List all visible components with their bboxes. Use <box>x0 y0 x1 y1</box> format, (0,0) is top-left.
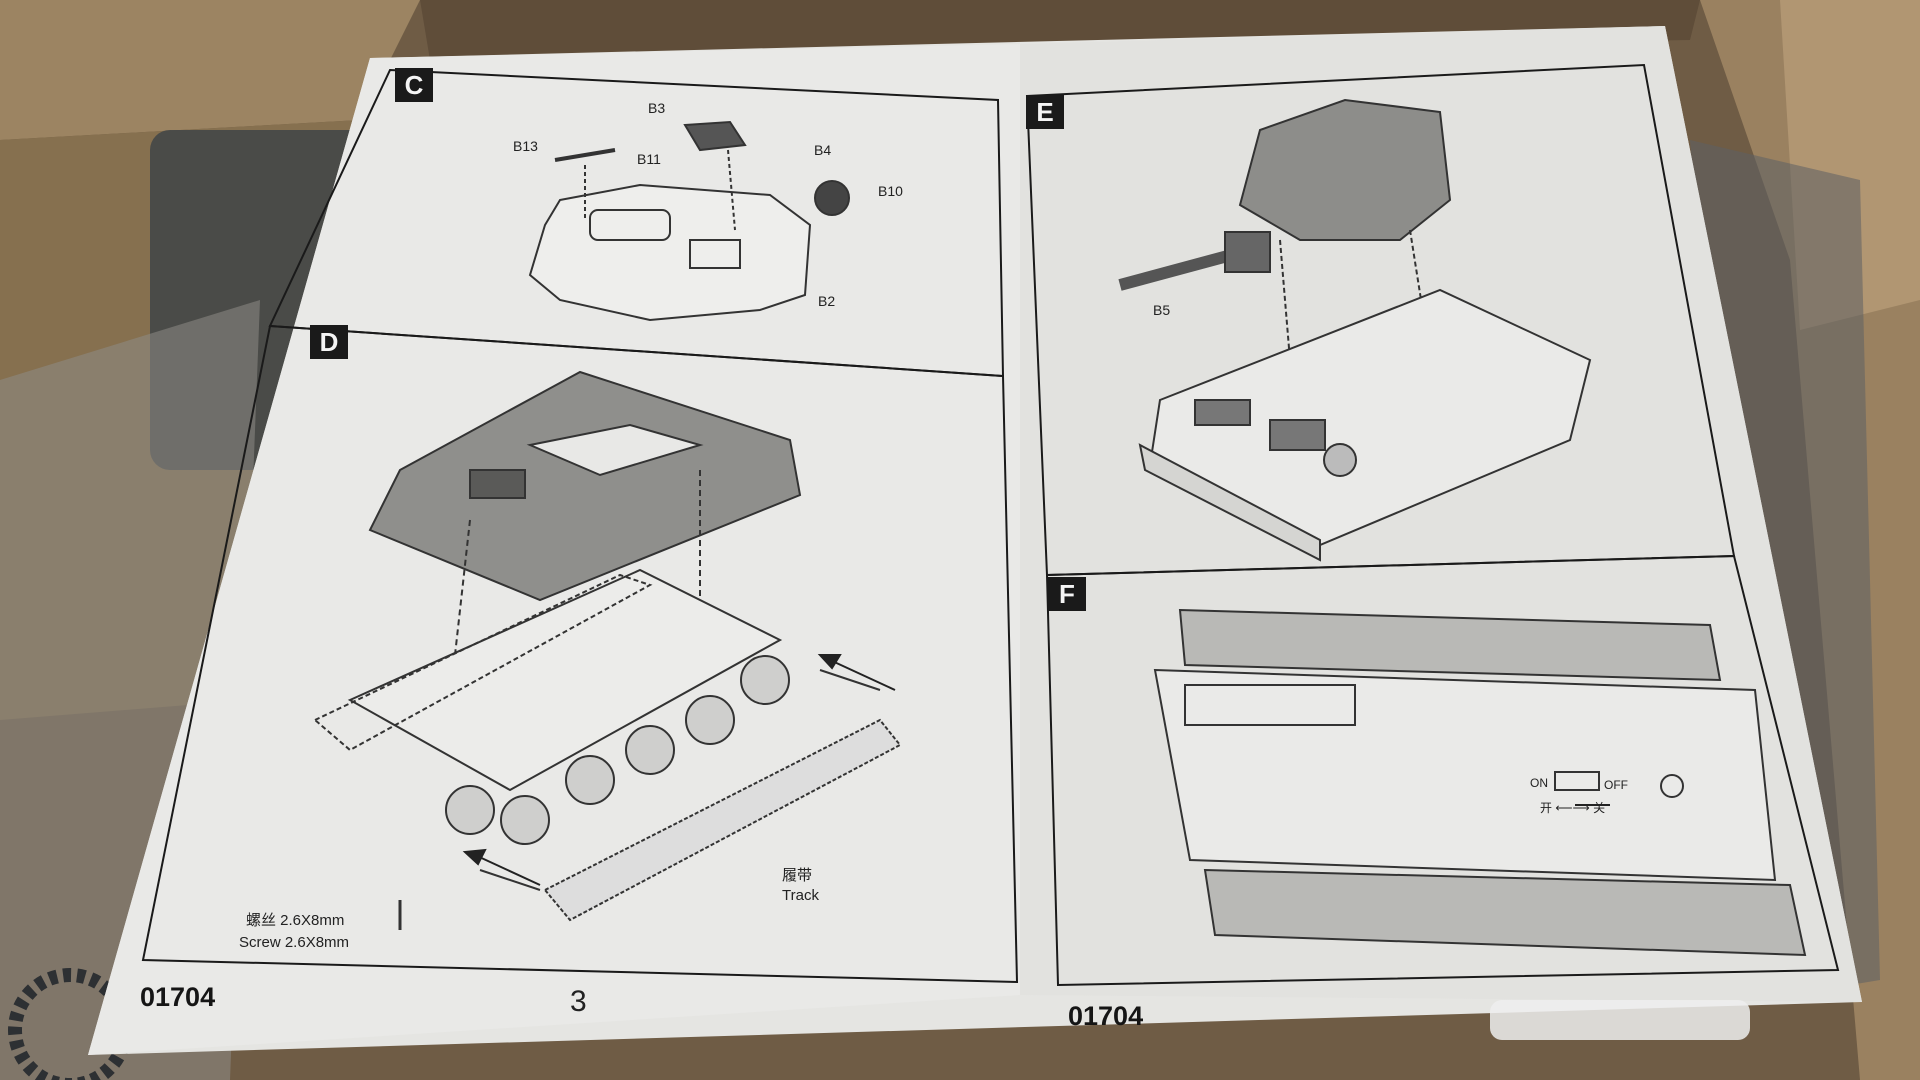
left-page-code: 01704 <box>140 982 216 1012</box>
screw-label-en: Screw 2.6X8mm <box>239 934 350 951</box>
label-b10: B10 <box>878 183 903 199</box>
panel-c-letter: C <box>395 68 433 102</box>
track-label-en: Track <box>782 887 819 904</box>
panel-c-turret-drawing <box>528 120 850 322</box>
box-flap-top-left <box>0 0 420 140</box>
right-page-code: 01704 <box>1068 1001 1144 1031</box>
label-b4: B4 <box>814 142 832 158</box>
switch-cn-label: 开 ⟵⟶ 关 <box>1540 801 1606 815</box>
panel-d-frame <box>141 324 1019 984</box>
panel-e-hull-drawing <box>1138 288 1592 562</box>
page-number: 3 <box>570 985 587 1018</box>
label-b5: B5 <box>1153 302 1171 318</box>
label-b13: B13 <box>513 138 538 154</box>
label-b3: B3 <box>648 100 666 116</box>
panel-f-frame <box>1045 554 1840 987</box>
panel-f-letter: F <box>1048 577 1086 611</box>
panel-d-chassis-drawing <box>313 568 902 930</box>
box-back-wall <box>420 0 1700 60</box>
panel-e-letter: E <box>1026 95 1064 129</box>
track-label-cn: 履带 <box>782 867 813 884</box>
direction-arrows <box>462 654 1610 886</box>
label-b2: B2 <box>818 293 836 309</box>
panel-d-hull-drawing <box>368 370 802 701</box>
plastic-bag-right <box>1690 140 1880 1000</box>
blurred-watermark <box>1490 1000 1750 1040</box>
switch-off-label: OFF <box>1604 778 1628 792</box>
panel-e-turret-drawing <box>1118 98 1452 421</box>
panel-d-letter: D <box>310 325 348 359</box>
label-b11: B11 <box>637 151 661 167</box>
switch-on-label: ON <box>1530 776 1548 790</box>
screw-label-cn: 螺丝 2.6X8mm <box>246 912 345 929</box>
panel-f-drawing <box>1153 608 1807 957</box>
